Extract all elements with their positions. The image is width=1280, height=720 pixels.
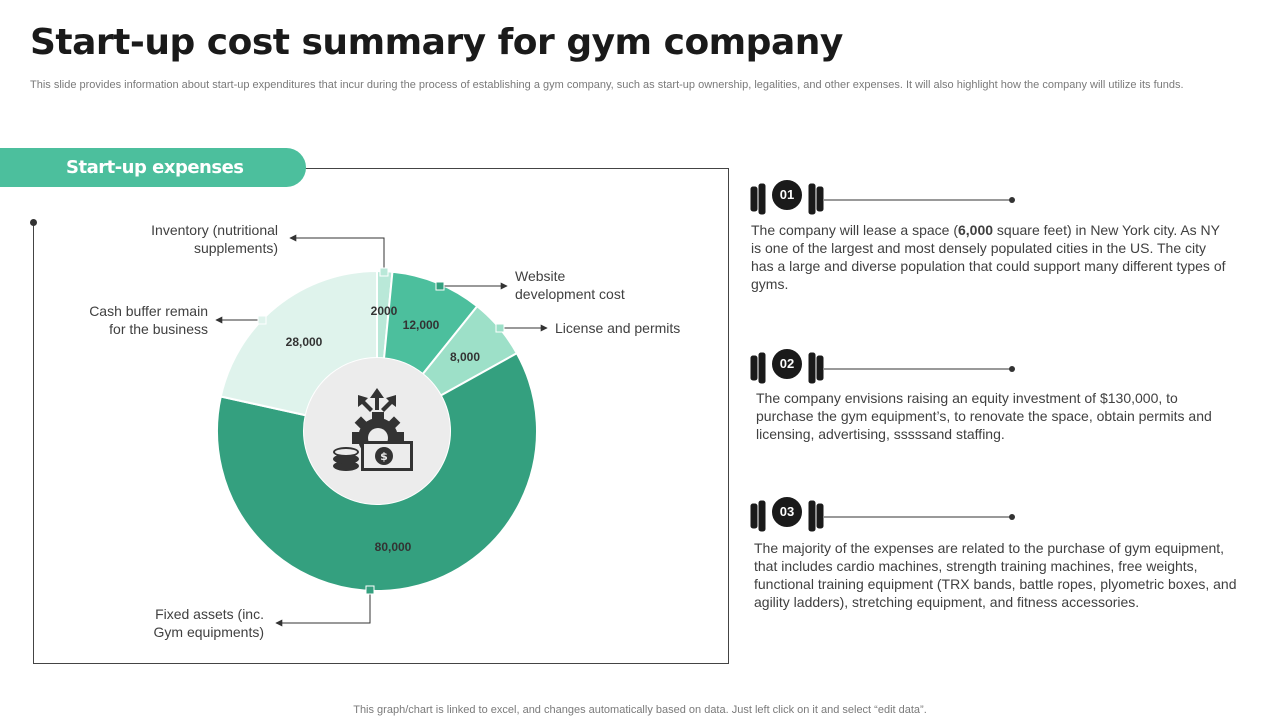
callout-label-line: for the business: [109, 321, 208, 337]
item-01-text: The company will lease a space (6,000 sq…: [751, 221, 1231, 293]
chart-frame-top-border: [300, 168, 728, 169]
callout-label-line: development cost: [515, 286, 625, 302]
slice-value-label: 80,000: [375, 540, 412, 554]
item-text-part: The company will lease a space (: [751, 222, 958, 238]
callout-label-line: Inventory (nutritional: [151, 222, 278, 238]
callout-label-fixed: Fixed assets (inc. Gym equipments): [154, 605, 264, 641]
item-number: 03: [780, 504, 794, 519]
frame-corner-dot: [30, 219, 37, 226]
item-number: 02: [780, 356, 794, 371]
callout-marker: [365, 585, 375, 595]
callout-line-fixed: [275, 590, 371, 627]
slice-value-label: 2000: [371, 304, 398, 318]
svg-text:$: $: [380, 450, 388, 463]
callout-label-line: Gym equipments): [153, 624, 264, 640]
footer-note: This graph/chart is linked to excel, and…: [353, 704, 927, 716]
item-text-bold: 6,000: [958, 222, 994, 238]
item-line-dot: [1009, 514, 1015, 520]
item-text-part: square feet) in New York city. As NY is …: [751, 222, 1226, 292]
callout-label-inventory: Inventory (nutritional supplements): [151, 221, 278, 257]
chart-frame: [33, 168, 729, 664]
item-line-dot: [1009, 366, 1015, 372]
callout-line-inventory: [289, 234, 385, 272]
money-gear-icon: $: [333, 388, 413, 471]
callout-label-line: supplements): [193, 240, 278, 256]
callout-label-license: License and permits: [555, 320, 681, 336]
slice-value-label: 28,000: [286, 335, 323, 349]
section-label: Start-up expenses: [0, 148, 306, 187]
item-number-badge: 02: [749, 347, 1015, 385]
slice-value-label: 12,000: [403, 318, 440, 332]
callout-marker: [435, 281, 445, 291]
item-02-text: The company envisions raising an equity …: [756, 390, 1212, 442]
callout-label-cash: Cash buffer remain for the business: [89, 302, 208, 338]
callout-label-line: Fixed assets (inc.: [155, 606, 264, 622]
item-number-badge: 03: [749, 495, 1015, 533]
slice-value-label: 8,000: [450, 350, 480, 364]
callout-label-line: Cash buffer remain: [89, 303, 208, 319]
callout-label-website: Website development cost: [515, 267, 625, 303]
callout-marker: [257, 315, 267, 325]
page-subtitle: This slide provides information about st…: [30, 79, 1184, 91]
chart-frame-left-border: [33, 222, 34, 663]
item-number: 01: [780, 187, 794, 202]
page-title: Start-up cost summary for gym company: [30, 22, 843, 63]
callout-marker: [495, 323, 505, 333]
callout-marker: [379, 267, 389, 277]
item-number-badge: 01: [749, 178, 1015, 216]
callout-label-line: Website: [515, 268, 566, 284]
item-03-text: The majority of the expenses are related…: [754, 540, 1237, 610]
item-line-dot: [1009, 197, 1015, 203]
